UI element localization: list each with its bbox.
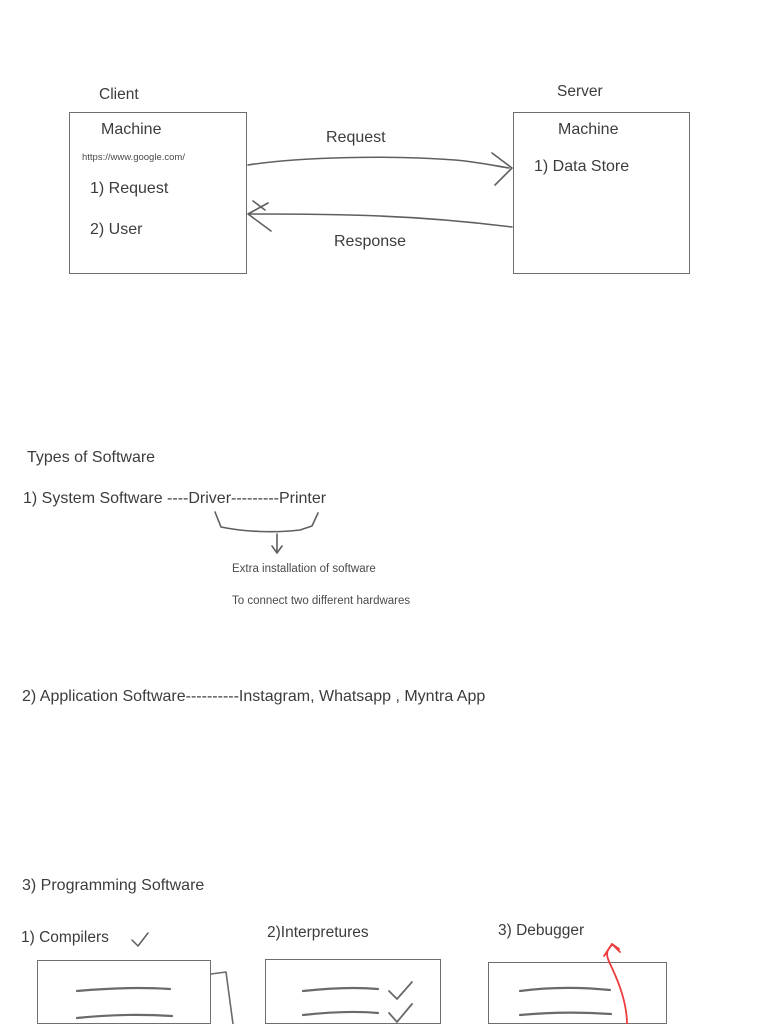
response-arrow-head (247, 202, 272, 232)
programming-item-compilers-label: 1) Compilers (21, 929, 109, 946)
driver-printer-brace (214, 511, 319, 533)
debugger-box (488, 962, 667, 1024)
flow-label-request: Request (326, 129, 386, 146)
brace-note-connect-hardwares: To connect two different hardwares (232, 595, 411, 607)
debugger-red-arrow-head-tick (611, 943, 620, 950)
compilers-side-shape (210, 971, 234, 1024)
debugger-red-arrow-head (603, 943, 621, 957)
client-item-user: 2) User (90, 221, 143, 238)
client-machine-title: Machine (101, 121, 162, 138)
compilers-check-icon (131, 932, 149, 947)
client-url-text: https://www.google.com/ (82, 152, 185, 163)
brace-note-extra-installation: Extra installation of software (232, 563, 376, 575)
client-item-request: 1) Request (90, 180, 169, 197)
interpretures-box (265, 959, 441, 1024)
server-machine-box (513, 112, 690, 274)
server-machine-title: Machine (558, 121, 619, 138)
response-arrow-line (249, 213, 513, 228)
request-arrow-line (247, 156, 510, 169)
types-of-software-heading: Types of Software (27, 449, 156, 466)
application-software-line: 2) Application Software----------Instagr… (22, 688, 486, 705)
server-item-data-store: 1) Data Store (534, 158, 630, 175)
brace-down-arrow-head (271, 545, 283, 554)
response-arrow-head-tick (252, 200, 266, 211)
client-machine-box (69, 112, 247, 274)
request-arrow-head (491, 152, 513, 186)
server-caption: Server (557, 83, 603, 100)
system-software-line: 1) System Software ----Driver---------Pr… (23, 490, 327, 507)
programming-software-heading: 3) Programming Software (22, 877, 205, 894)
compilers-box (37, 960, 211, 1024)
programming-item-interpretures-label: 2)Interpretures (267, 924, 369, 941)
client-caption: Client (99, 86, 139, 103)
programming-item-debugger-label: 3) Debugger (498, 922, 585, 939)
flow-label-response: Response (334, 233, 407, 250)
